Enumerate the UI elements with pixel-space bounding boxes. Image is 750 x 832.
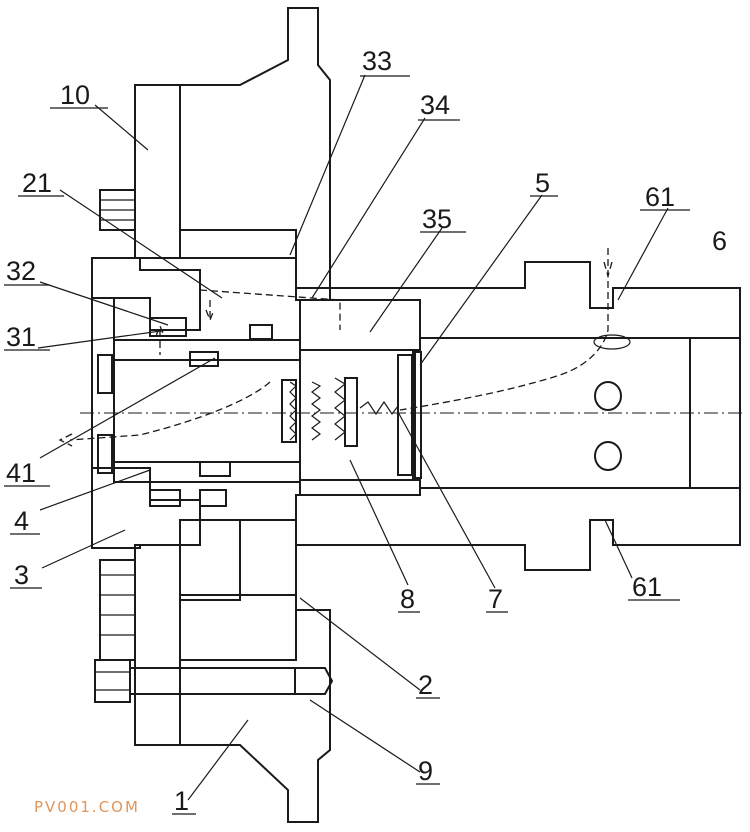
label-10: 10 — [60, 80, 90, 110]
oil-flow-path — [58, 248, 613, 447]
label-61-bottom: 61 — [632, 572, 662, 602]
bolt — [94, 659, 334, 703]
label-8: 8 — [400, 584, 415, 614]
label-1: 1 — [174, 786, 189, 816]
watermark: PV001.COM — [34, 798, 140, 816]
label-21: 21 — [22, 168, 52, 198]
hub-cover — [91, 257, 201, 549]
label-35: 35 — [422, 204, 452, 234]
label-2: 2 — [418, 670, 433, 700]
label-5: 5 — [535, 168, 550, 198]
camshaft — [295, 261, 741, 571]
spring-chamber — [281, 349, 422, 481]
label-4: 4 — [14, 506, 29, 536]
label-7: 7 — [488, 584, 503, 614]
sprocket-teeth — [99, 189, 136, 661]
label-6: 6 — [712, 226, 727, 256]
label-9: 9 — [418, 756, 433, 786]
label-32: 32 — [6, 256, 36, 286]
reference-labels: 10 33 34 21 35 5 61 6 32 31 41 4 3 8 7 6… — [6, 46, 727, 816]
rotor — [179, 229, 297, 601]
label-34: 34 — [420, 90, 450, 120]
label-33: 33 — [362, 46, 392, 76]
label-3: 3 — [14, 560, 29, 590]
leader-lines — [4, 74, 690, 815]
label-61-top: 61 — [645, 182, 675, 212]
label-41: 41 — [6, 458, 36, 488]
label-31: 31 — [6, 322, 36, 352]
